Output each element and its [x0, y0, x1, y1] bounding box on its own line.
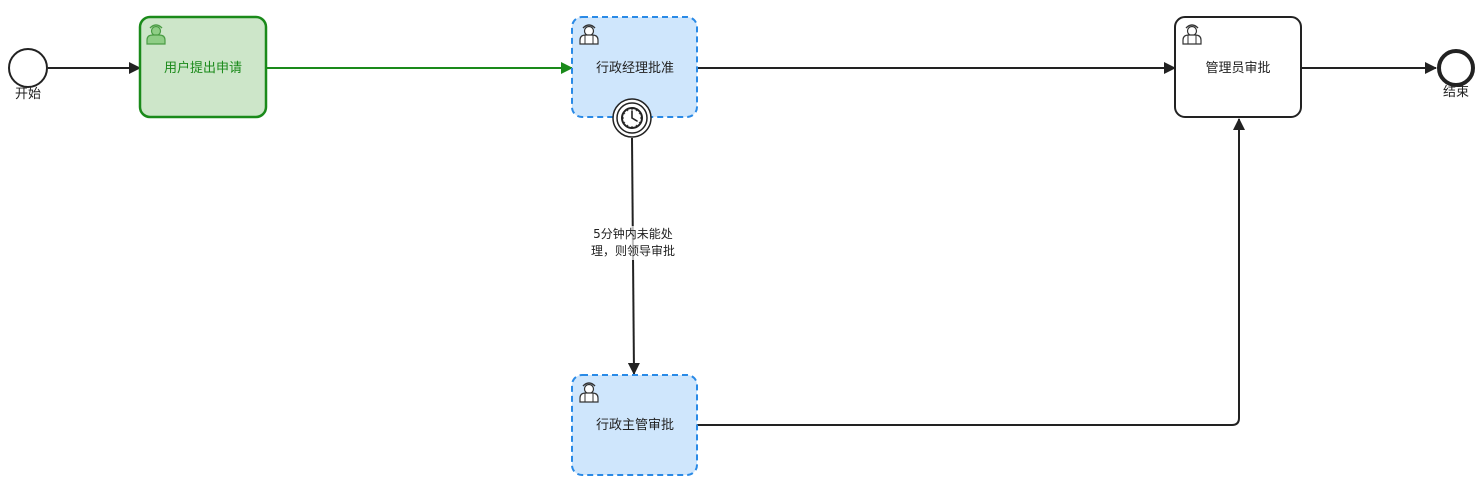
task-user-apply[interactable]: 用户提出申请: [138, 15, 268, 119]
end-event-label: 结束: [1443, 85, 1469, 100]
task-admin-supervisor[interactable]: 行政主管审批: [571, 374, 698, 476]
end-event-icon: [1437, 49, 1475, 87]
timer-boundary-event[interactable]: [612, 98, 652, 138]
user-icon: [146, 24, 166, 45]
task-administrator[interactable]: 管理员审批: [1174, 16, 1302, 118]
start-event-icon: [8, 48, 48, 88]
end-event[interactable]: [1437, 49, 1475, 87]
timer-icon: [621, 107, 643, 129]
task-label: 管理员审批: [1205, 61, 1270, 76]
task-label: 行政主管审批: [596, 418, 674, 433]
flow-condition-label-line1: 5分钟内未能处: [593, 226, 673, 241]
task-label: 行政经理批准: [596, 61, 674, 76]
start-event[interactable]: [8, 48, 48, 88]
flow-condition-label-line2: 理，则领导审批: [591, 243, 675, 258]
task-admin-manager[interactable]: 行政经理批准: [571, 16, 698, 118]
task-label: 用户提出申请: [164, 60, 242, 76]
flow-supervisor-to-administrator[interactable]: [697, 118, 1245, 426]
start-event-label: 开始: [15, 87, 41, 102]
